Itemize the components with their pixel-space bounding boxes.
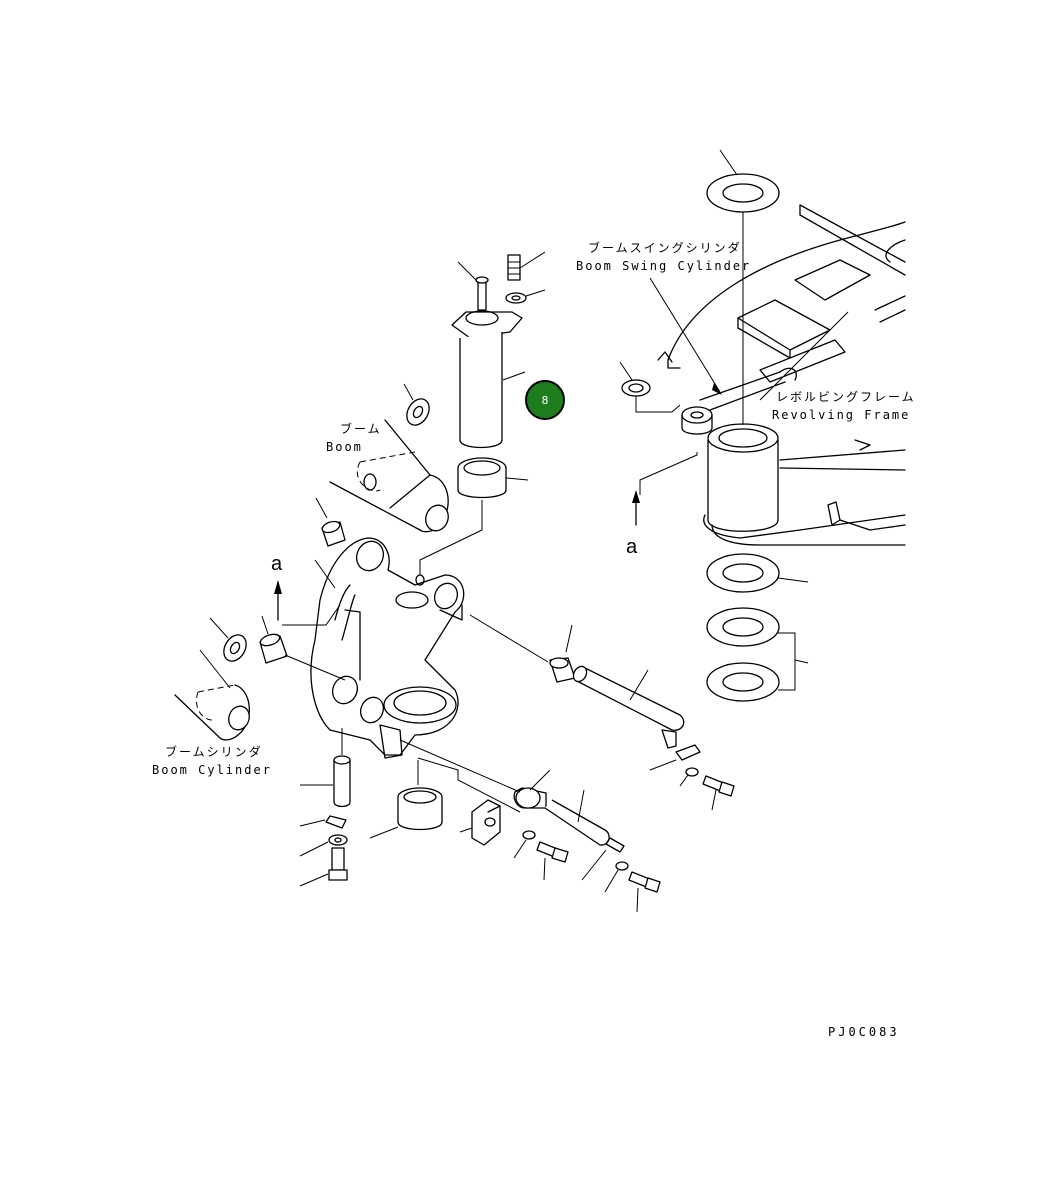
boom-swing-cylinder-label-en: Boom Swing Cylinder [576,259,751,273]
center-pin-assembly [419,251,546,575]
callout-badge-8[interactable]: 8 [525,380,565,420]
leader-lines [649,277,849,401]
frame-shims [619,149,809,702]
view-a-marker-left: a [271,553,283,575]
boom-cylinder-label-jp: ブームシリンダ [165,744,263,759]
swing-bracket-drawing [310,537,465,759]
boom-label-en: Boom [326,440,363,454]
lower-parts [299,614,735,913]
boom-swing-cylinder-label-jp: ブームスイングシリンダ [588,240,742,255]
view-a-marker-right: a [626,536,638,558]
revolving-frame-drawing [657,204,906,546]
boom-drawing [315,383,449,547]
drawing-code: PJ0C083 [828,1025,900,1039]
boom-label-jp: ブーム [340,421,382,436]
revolving-frame-label-jp: レボルビングフレーム [776,390,916,404]
revolving-frame-label-en: Revolving Frame [772,408,910,422]
callout-number: 8 [542,394,549,407]
boom-cylinder-label-en: Boom Cylinder [152,763,272,777]
boom-cylinder-drawing [174,580,346,741]
